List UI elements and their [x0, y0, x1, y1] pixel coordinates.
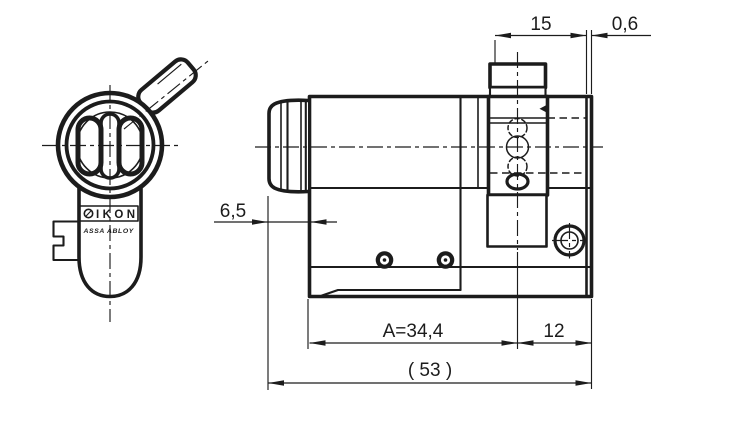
dim-0-6: 0,6: [591, 14, 651, 39]
housing-slot-line: [320, 288, 462, 297]
rear-screw: [552, 223, 588, 259]
side-view: [255, 52, 603, 299]
dim-15: 15: [495, 14, 587, 39]
cam-marker-triangle: [539, 104, 548, 113]
ikon-logo-text: IKON: [96, 209, 136, 221]
dim-label-12: 12: [543, 321, 564, 342]
ikon-logo-icon: [83, 208, 94, 219]
face-mid-ring: [64, 99, 156, 191]
dim-53: ( 53 ): [268, 360, 592, 386]
dimensions: 15 0,6 6,5 A=34,4 12: [214, 14, 651, 390]
dim-a: A=34,4: [309, 321, 518, 346]
ikon-logo-slash: [85, 210, 92, 217]
fixing-screw-right: [436, 251, 455, 269]
dim-6-5: 6,5: [214, 201, 337, 225]
dim-label-6-5: 6,5: [220, 201, 246, 222]
front-view: IKON ASSA ABLOY: [42, 57, 209, 322]
brand-plate: [79, 205, 139, 222]
dim-label-0-6: 0,6: [612, 14, 638, 35]
key-axis-centerline: [123, 60, 209, 130]
dim-label-53: ( 53 ): [408, 360, 452, 381]
dim-12: 12: [517, 321, 592, 346]
dim-label-15: 15: [530, 14, 551, 35]
dim-label-a: A=34,4: [383, 321, 444, 342]
fixing-screw-left: [375, 251, 394, 269]
assa-abloy-text: ASSA ABLOY: [83, 228, 135, 235]
front-tab: [52, 220, 81, 262]
